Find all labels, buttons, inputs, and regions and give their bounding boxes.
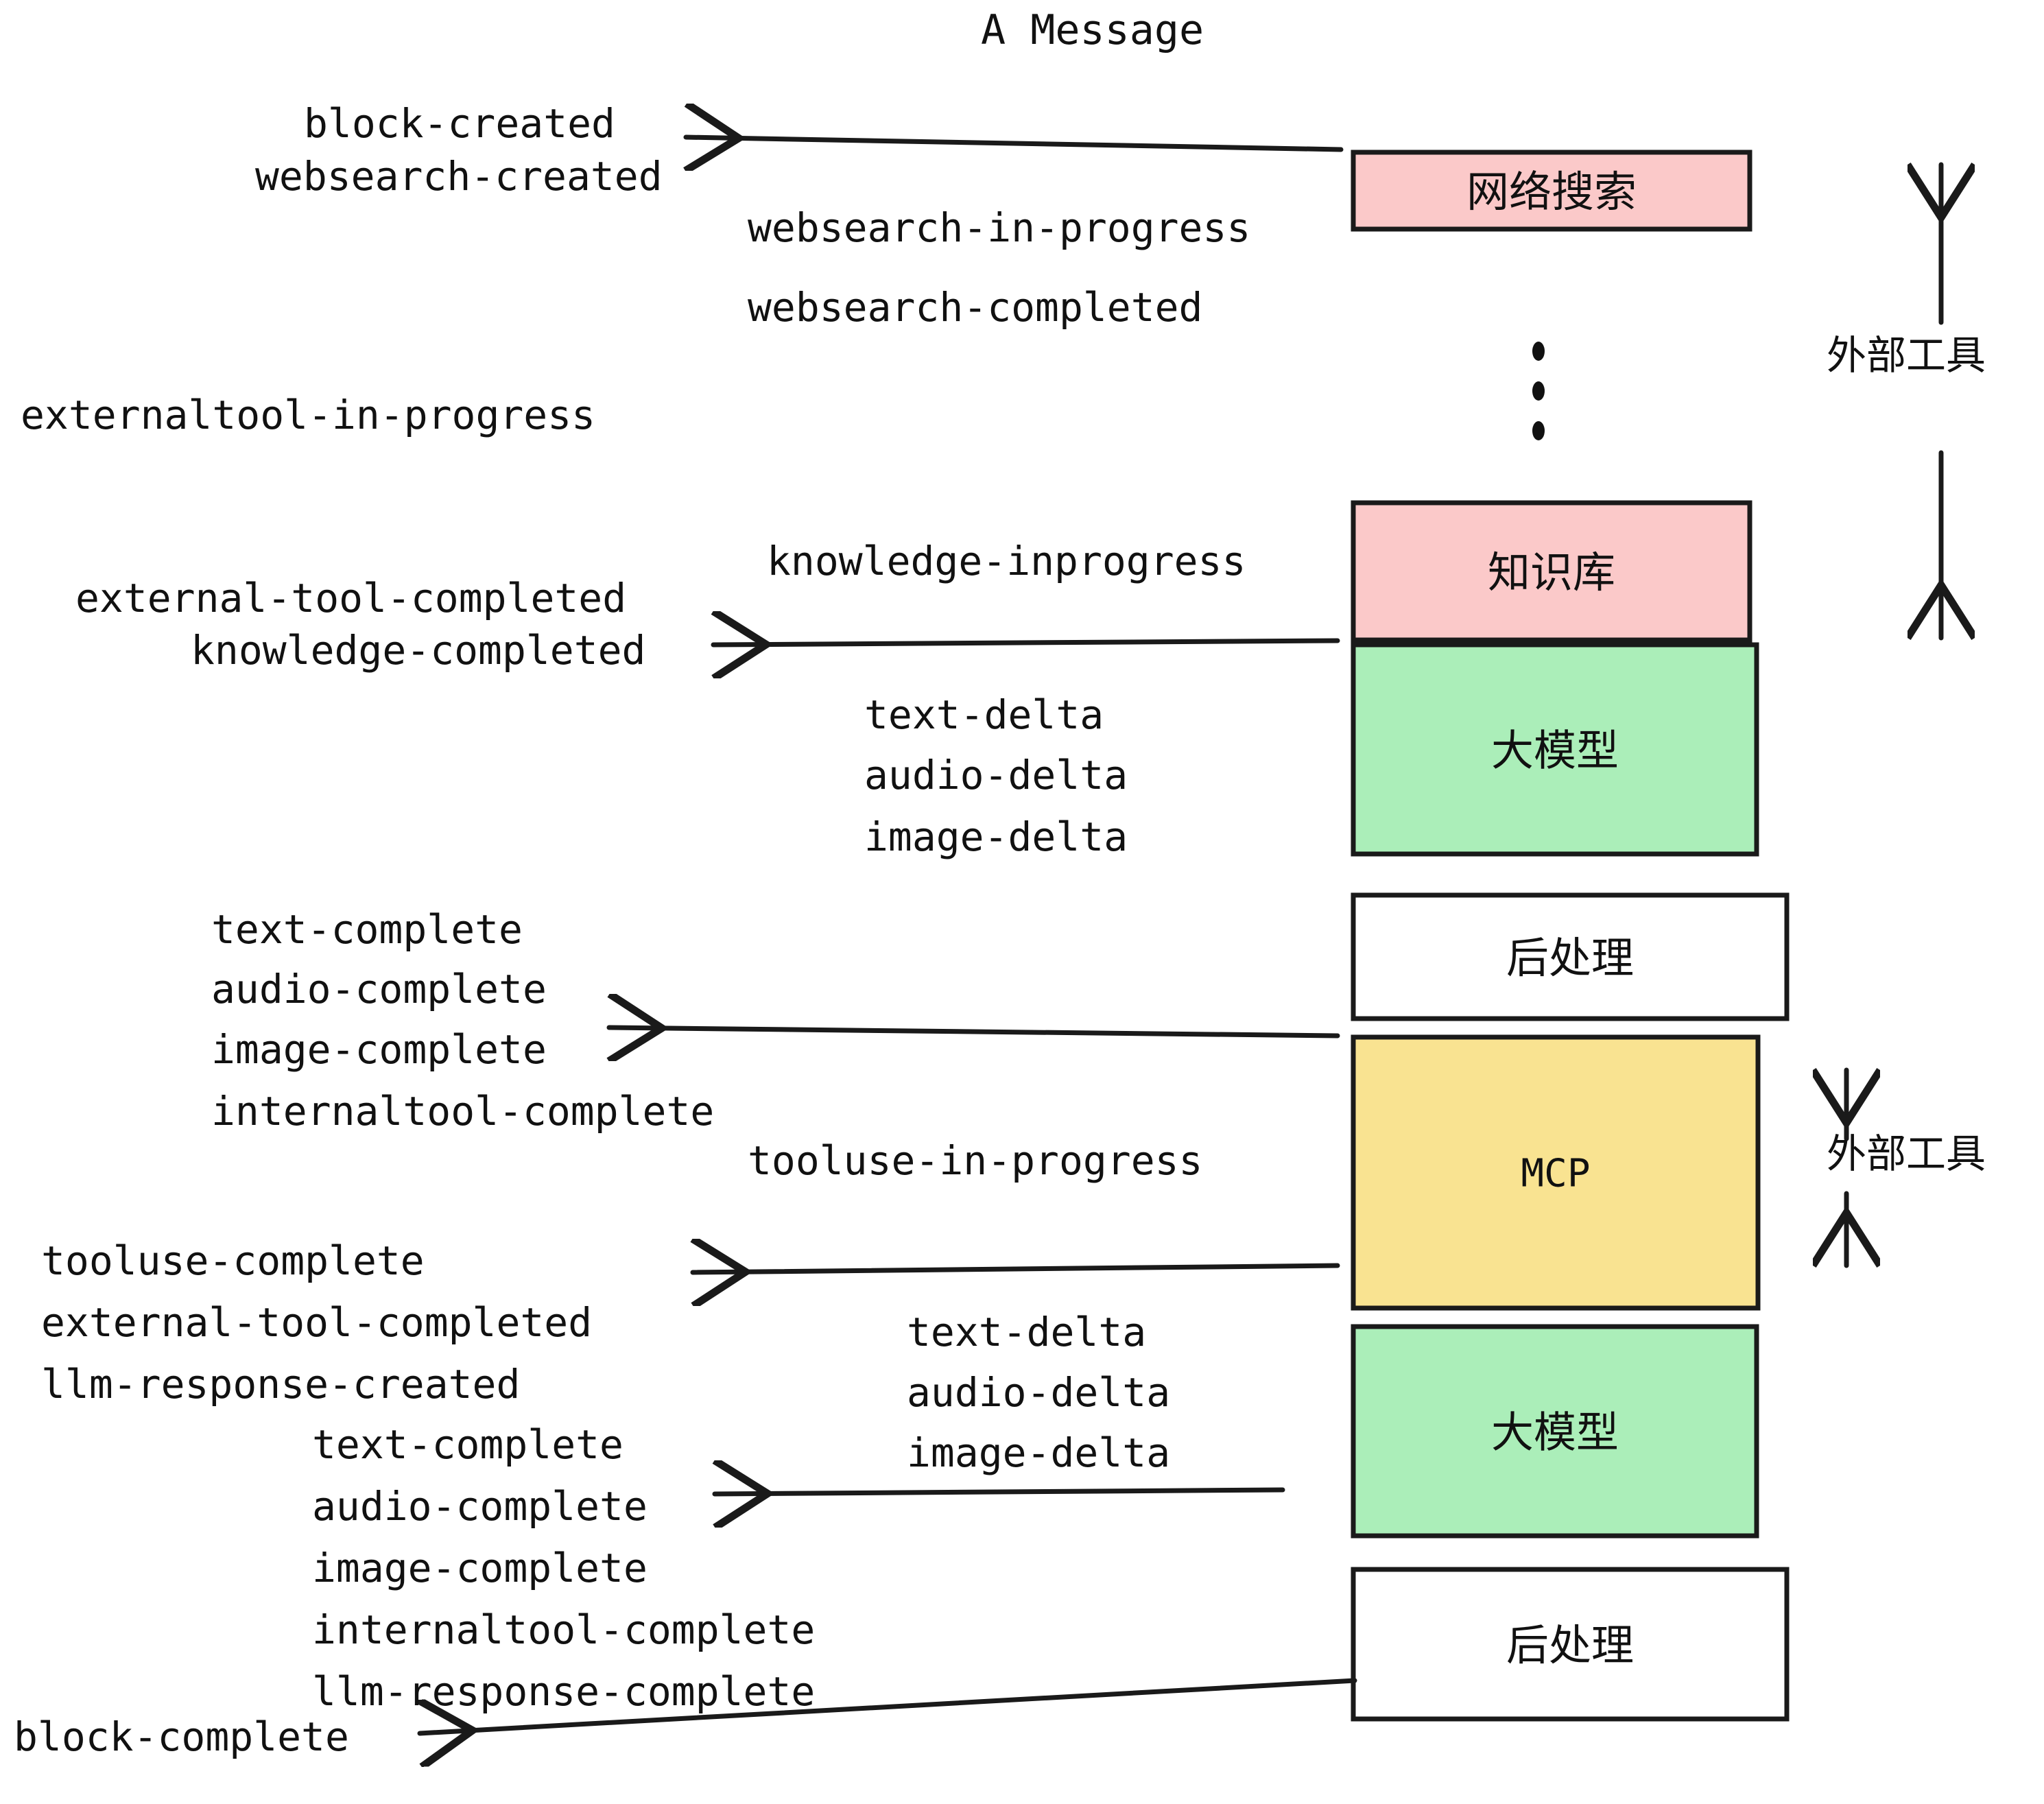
event-text-delta-1: text-delta <box>864 691 1104 738</box>
event-image-delta-1: image-delta <box>864 814 1128 860</box>
event-external-tool-completed-1: external-tool-completed <box>75 575 626 621</box>
event-websearch-in-progress: websearch-in-progress <box>748 204 1250 251</box>
arrow-block-created <box>686 137 1344 150</box>
arrow-audio-complete <box>712 1490 1285 1494</box>
box-websearch-rect <box>1351 150 1752 232</box>
flow-arrows <box>420 137 1357 1733</box>
box-postprocess-2-rect <box>1351 1567 1790 1722</box>
event-websearch-completed: websearch-completed <box>748 284 1202 331</box>
arrow-knowledge-done <box>711 641 1340 645</box>
box-postprocess-1: 后处理 <box>1351 892 1790 1021</box>
event-audio-delta-1: audio-delta <box>864 752 1128 798</box>
arrow-tooluse-complete <box>690 1266 1340 1272</box>
event-tooluse-complete: tooluse-complete <box>41 1237 425 1284</box>
box-llm-1-label: 大模型 <box>1491 726 1619 776</box>
event-audio-complete-2: audio-complete <box>312 1483 647 1530</box>
event-tooluse-in-progress: tooluse-in-progress <box>748 1137 1202 1184</box>
ellipsis-dot <box>1532 381 1545 401</box>
arrow-image-complete <box>609 1028 1340 1036</box>
box-knowledge-rect <box>1351 500 1752 643</box>
event-audio-complete-1: audio-complete <box>211 966 547 1012</box>
box-knowledge: 知识库 <box>1351 500 1752 643</box>
event-image-delta-2: image-delta <box>907 1429 1170 1476</box>
external-tool-range-arrows <box>1846 162 1941 1268</box>
event-block-created: block-created <box>304 100 615 147</box>
event-llm-response-complete: llm-response-complete <box>312 1668 815 1715</box>
event-externaltool-in-progress: externaltool-in-progress <box>21 392 595 438</box>
box-postprocess-2: 后处理 <box>1351 1567 1790 1722</box>
event-internaltool-complete-1: internaltool-complete <box>211 1088 714 1135</box>
external-tools-top: 外部工具 <box>1827 332 1986 379</box>
box-llm-2-rect <box>1351 1324 1759 1539</box>
event-websearch-created: websearch-created <box>255 153 663 200</box>
box-llm-2: 大模型 <box>1351 1324 1759 1539</box>
box-mcp: MCP <box>1351 1034 1761 1311</box>
box-postprocess-1-rect <box>1351 892 1790 1021</box>
event-knowledge-completed: knowledge-completed <box>191 627 645 674</box>
box-websearch: 网络搜索 <box>1351 150 1752 232</box>
ellipsis-dot <box>1532 342 1545 361</box>
vertical-ellipsis <box>1532 342 1545 440</box>
box-llm-1-rect <box>1351 642 1759 857</box>
box-llm-1: 大模型 <box>1351 642 1759 857</box>
event-text-complete-1: text-complete <box>211 906 523 953</box>
event-knowledge-inprogress: knowledge-inprogress <box>767 538 1246 584</box>
arrow-block-complete <box>420 1678 1357 1733</box>
box-llm-2-label: 大模型 <box>1491 1408 1619 1458</box>
box-postprocess-2-label: 后处理 <box>1506 1620 1634 1670</box>
event-labels: block-created websearch-created websearch-… <box>14 100 1250 1760</box>
box-mcp-label: MCP <box>1521 1152 1590 1196</box>
event-text-complete-2: text-complete <box>312 1421 623 1468</box>
box-websearch-label: 网络搜索 <box>1466 167 1637 217</box>
event-audio-delta-2: audio-delta <box>907 1369 1170 1416</box>
event-external-tool-completed-2: external-tool-completed <box>41 1299 592 1346</box>
page-title: A Message <box>981 6 1204 54</box>
box-postprocess-1-label: 后处理 <box>1506 933 1634 983</box>
event-image-complete-2: image-complete <box>312 1545 647 1591</box>
event-text-delta-2: text-delta <box>907 1309 1146 1355</box>
event-block-complete: block-complete <box>14 1713 349 1760</box>
event-internaltool-complete-2: internaltool-complete <box>312 1606 815 1653</box>
ellipsis-dot <box>1532 421 1545 440</box>
event-llm-response-created: llm-response-created <box>41 1361 520 1408</box>
external-tools-bottom: 外部工具 <box>1827 1130 1986 1177</box>
box-knowledge-label: 知识库 <box>1488 547 1615 597</box>
event-image-complete-1: image-complete <box>211 1026 547 1073</box>
box-mcp-rect <box>1351 1034 1761 1311</box>
